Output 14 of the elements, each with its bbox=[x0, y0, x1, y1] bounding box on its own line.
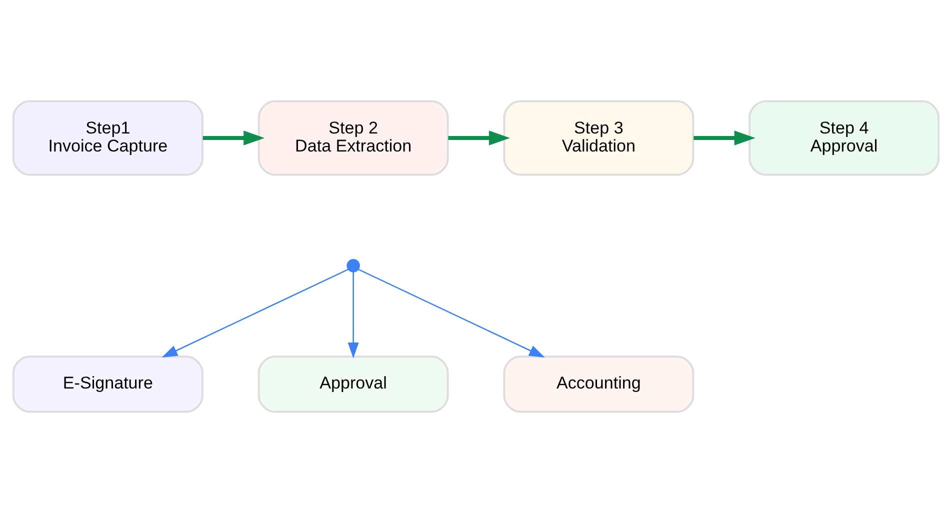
node-box: Step1 Invoice Capture bbox=[12, 100, 204, 176]
node-box: Accounting bbox=[503, 356, 694, 413]
node-box: Step 4 Approval bbox=[748, 100, 940, 176]
arrow bbox=[358, 268, 545, 358]
node-box: E-Signature bbox=[12, 356, 204, 413]
arrow bbox=[348, 271, 359, 358]
arrow bbox=[694, 130, 756, 146]
node-box: Approval bbox=[258, 356, 449, 413]
node-box: Step 2 Data Extraction bbox=[258, 100, 449, 176]
arrow bbox=[162, 268, 349, 358]
node-box: Step 3 Validation bbox=[503, 100, 694, 176]
arrow bbox=[202, 130, 265, 146]
node-circle bbox=[346, 259, 360, 272]
arrow bbox=[448, 130, 510, 146]
